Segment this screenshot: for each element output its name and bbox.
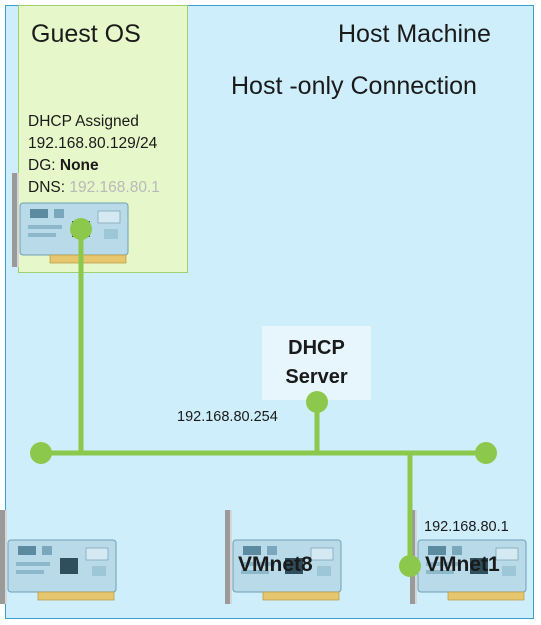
vmnet1-port-node: [399, 555, 421, 577]
guest-ip-address: 192.168.80.129/24: [28, 135, 158, 152]
dg-label: DG:: [28, 157, 56, 174]
dns-value: 192.168.80.1: [69, 179, 160, 196]
vmnet1-label: VMnet1: [425, 553, 500, 576]
connection-type-title: Host -only Connection: [231, 72, 477, 100]
guest-dns: DNS: 192.168.80.1: [28, 177, 160, 199]
guest-ip-mode: DHCP Assigned: [28, 113, 139, 130]
vmnet8-label: VMnet8: [238, 553, 313, 576]
dhcp-port-node: [306, 391, 328, 413]
guest-default-gateway: DG: None: [28, 155, 160, 177]
guest-nic-icon: [11, 172, 129, 268]
guest-network-info: DHCP Assigned 192.168.80.129/24 DG: None…: [28, 111, 160, 199]
host-machine-title: Host Machine: [338, 20, 491, 48]
switch-right-node: [475, 442, 497, 464]
dg-value: None: [59, 157, 99, 174]
dhcp-server-label: DHCP Server: [285, 337, 348, 388]
guest-os-title: Guest OS: [31, 20, 141, 48]
dns-label: DNS:: [28, 179, 66, 196]
vmnet1-ip: 192.168.80.1: [424, 519, 509, 535]
switch-left-node: [30, 442, 52, 464]
dhcp-server-ip: 192.168.80.254: [177, 409, 278, 425]
host-nic-icon: [0, 509, 117, 605]
dhcp-server-box: [262, 326, 371, 400]
guest-port-node: [70, 218, 92, 240]
